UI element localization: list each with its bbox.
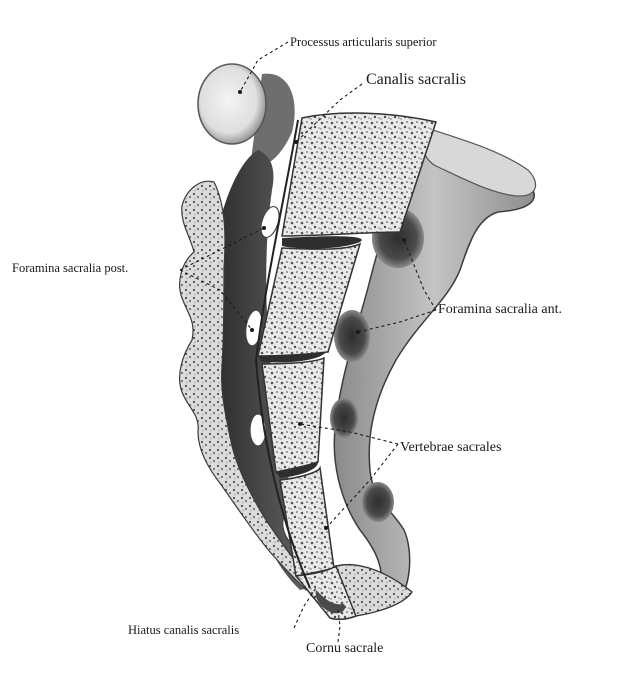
leader-foramina-ant: [357, 239, 437, 333]
disc-1: [282, 236, 362, 249]
label-foramina-sacralia-post: Foramina sacralia post.: [12, 261, 129, 275]
label-hiatus-canalis-sacralis: Hiatus canalis sacralis: [128, 623, 240, 637]
apex-tip: [335, 564, 413, 617]
leader-dots: [238, 90, 406, 530]
anterior-foramina: [330, 208, 424, 522]
leader-vertebrae: [299, 423, 399, 529]
label-vertebrae-sacrales: Vertebrae sacrales: [400, 440, 502, 455]
posterior-crest: [179, 180, 315, 591]
leader-hiatus: [293, 587, 317, 629]
cornu-sacrale-shape: [315, 590, 346, 614]
leader-foramina-post: [179, 227, 265, 331]
label-canalis-sacralis: Canalis sacralis: [366, 71, 466, 88]
superior-articular-process: [197, 63, 295, 169]
label-foramina-sacralia-ant: Foramina sacralia ant.: [438, 302, 563, 317]
canal-border: [254, 119, 311, 589]
vertebral-body-1: [281, 112, 437, 237]
leader-cornu: [337, 609, 341, 643]
disc-2: [258, 352, 326, 363]
label-processus-articularis-superior: Processus articularis superior: [290, 35, 437, 49]
vertebral-column-section: [257, 112, 437, 621]
disc-3: [276, 462, 318, 478]
sacral-base: [419, 125, 537, 197]
vertebral-body-2: [257, 242, 362, 357]
leader-lines: [179, 41, 437, 643]
leader-canalis: [295, 83, 363, 143]
label-cornu-sacrale: Cornu sacrale: [306, 641, 384, 656]
